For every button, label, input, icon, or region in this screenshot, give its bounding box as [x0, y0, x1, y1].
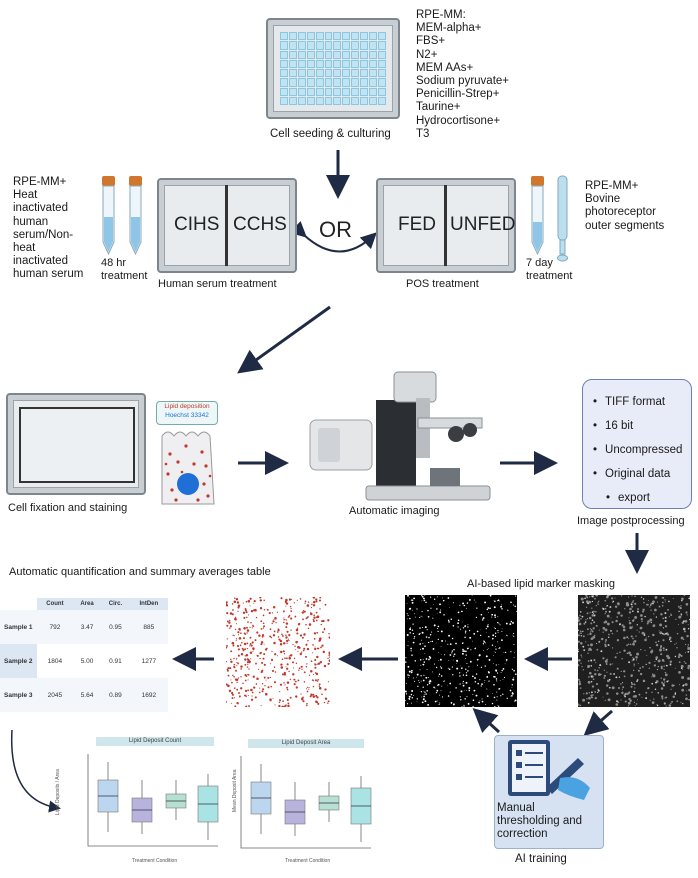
- fixation-label: Cell fixation and staining: [8, 502, 128, 514]
- chart-ylabel-count: Lipid Deposits / Area: [55, 769, 61, 815]
- mask-image-panel: [405, 595, 517, 707]
- training-caption: AI training: [515, 853, 567, 865]
- arrow-to-fixation: [237, 305, 331, 374]
- pos-plate: FED UNFED: [376, 178, 516, 273]
- serum-plate: CIHS CCHS: [157, 178, 297, 273]
- chart-xlabel-count: Treatment Condition: [132, 858, 178, 864]
- post-item: TIFF format: [593, 390, 691, 414]
- quant-label: Automatic quantification and summary ave…: [9, 566, 271, 578]
- well-fed: FED: [398, 214, 436, 235]
- chart-title-area: Lipid Deposit Area: [248, 739, 364, 748]
- pos-label: POS treatment: [406, 278, 479, 290]
- col-header: Count: [37, 598, 73, 610]
- seeding-media-list: RPE-MM:MEM-alpha+FBS+N2+MEM AAs+Sodium p…: [416, 9, 510, 140]
- boxplot-count: [87, 754, 219, 847]
- seeding-plate: [266, 18, 400, 119]
- or-label: OR: [319, 217, 352, 242]
- chart-xlabel-area: Treatment Condition: [285, 858, 331, 864]
- masking-label: AI-based lipid marker masking: [467, 578, 615, 590]
- col-header: IntDen: [129, 598, 168, 610]
- chart-ylabel-area: Mean Deposit Area: [232, 769, 238, 812]
- pos-tubes-icon: [531, 175, 568, 262]
- post-item-cont: export: [593, 486, 691, 510]
- col-header: Area: [72, 598, 102, 610]
- boxplot-area: [240, 756, 372, 849]
- lipid-dot-panel: [226, 597, 330, 707]
- well-cchs: CCHS: [233, 214, 287, 235]
- imaging-label: Automatic imaging: [349, 505, 440, 517]
- well-cihs: CIHS: [174, 214, 220, 235]
- raw-image-panel: [578, 595, 690, 707]
- postprocessing-label: Image postprocessing: [577, 515, 685, 527]
- seeding-label: Cell seeding & culturing: [270, 128, 391, 140]
- postprocessing-box: TIFF format 16 bit Uncompressed Original…: [582, 379, 692, 509]
- arrow-training-to-mask: [472, 707, 501, 734]
- chart-title-count: Lipid Deposit Count: [96, 737, 214, 746]
- serum-label: Human serum treatment: [158, 278, 277, 290]
- well-unfed: UNFED: [450, 214, 516, 235]
- post-item: 16 bit: [593, 414, 691, 438]
- post-item: Original data: [593, 462, 691, 486]
- well-grid: [280, 32, 386, 105]
- stained-cell-icon: [161, 431, 215, 505]
- serum-tubes-icon: [102, 176, 142, 256]
- post-item: Uncompressed: [593, 438, 691, 462]
- arrow-or-curve: [289, 220, 377, 253]
- microscope-icon: [309, 371, 491, 501]
- fixation-plate: [6, 393, 146, 495]
- checklist-icon: [508, 740, 590, 800]
- arrow-table-to-charts: [10, 729, 61, 813]
- arrow-raw-to-training: [583, 709, 613, 736]
- stain-legend: Lipid deposition Hoechst 33342: [156, 401, 218, 425]
- col-header: Circ.: [101, 598, 130, 610]
